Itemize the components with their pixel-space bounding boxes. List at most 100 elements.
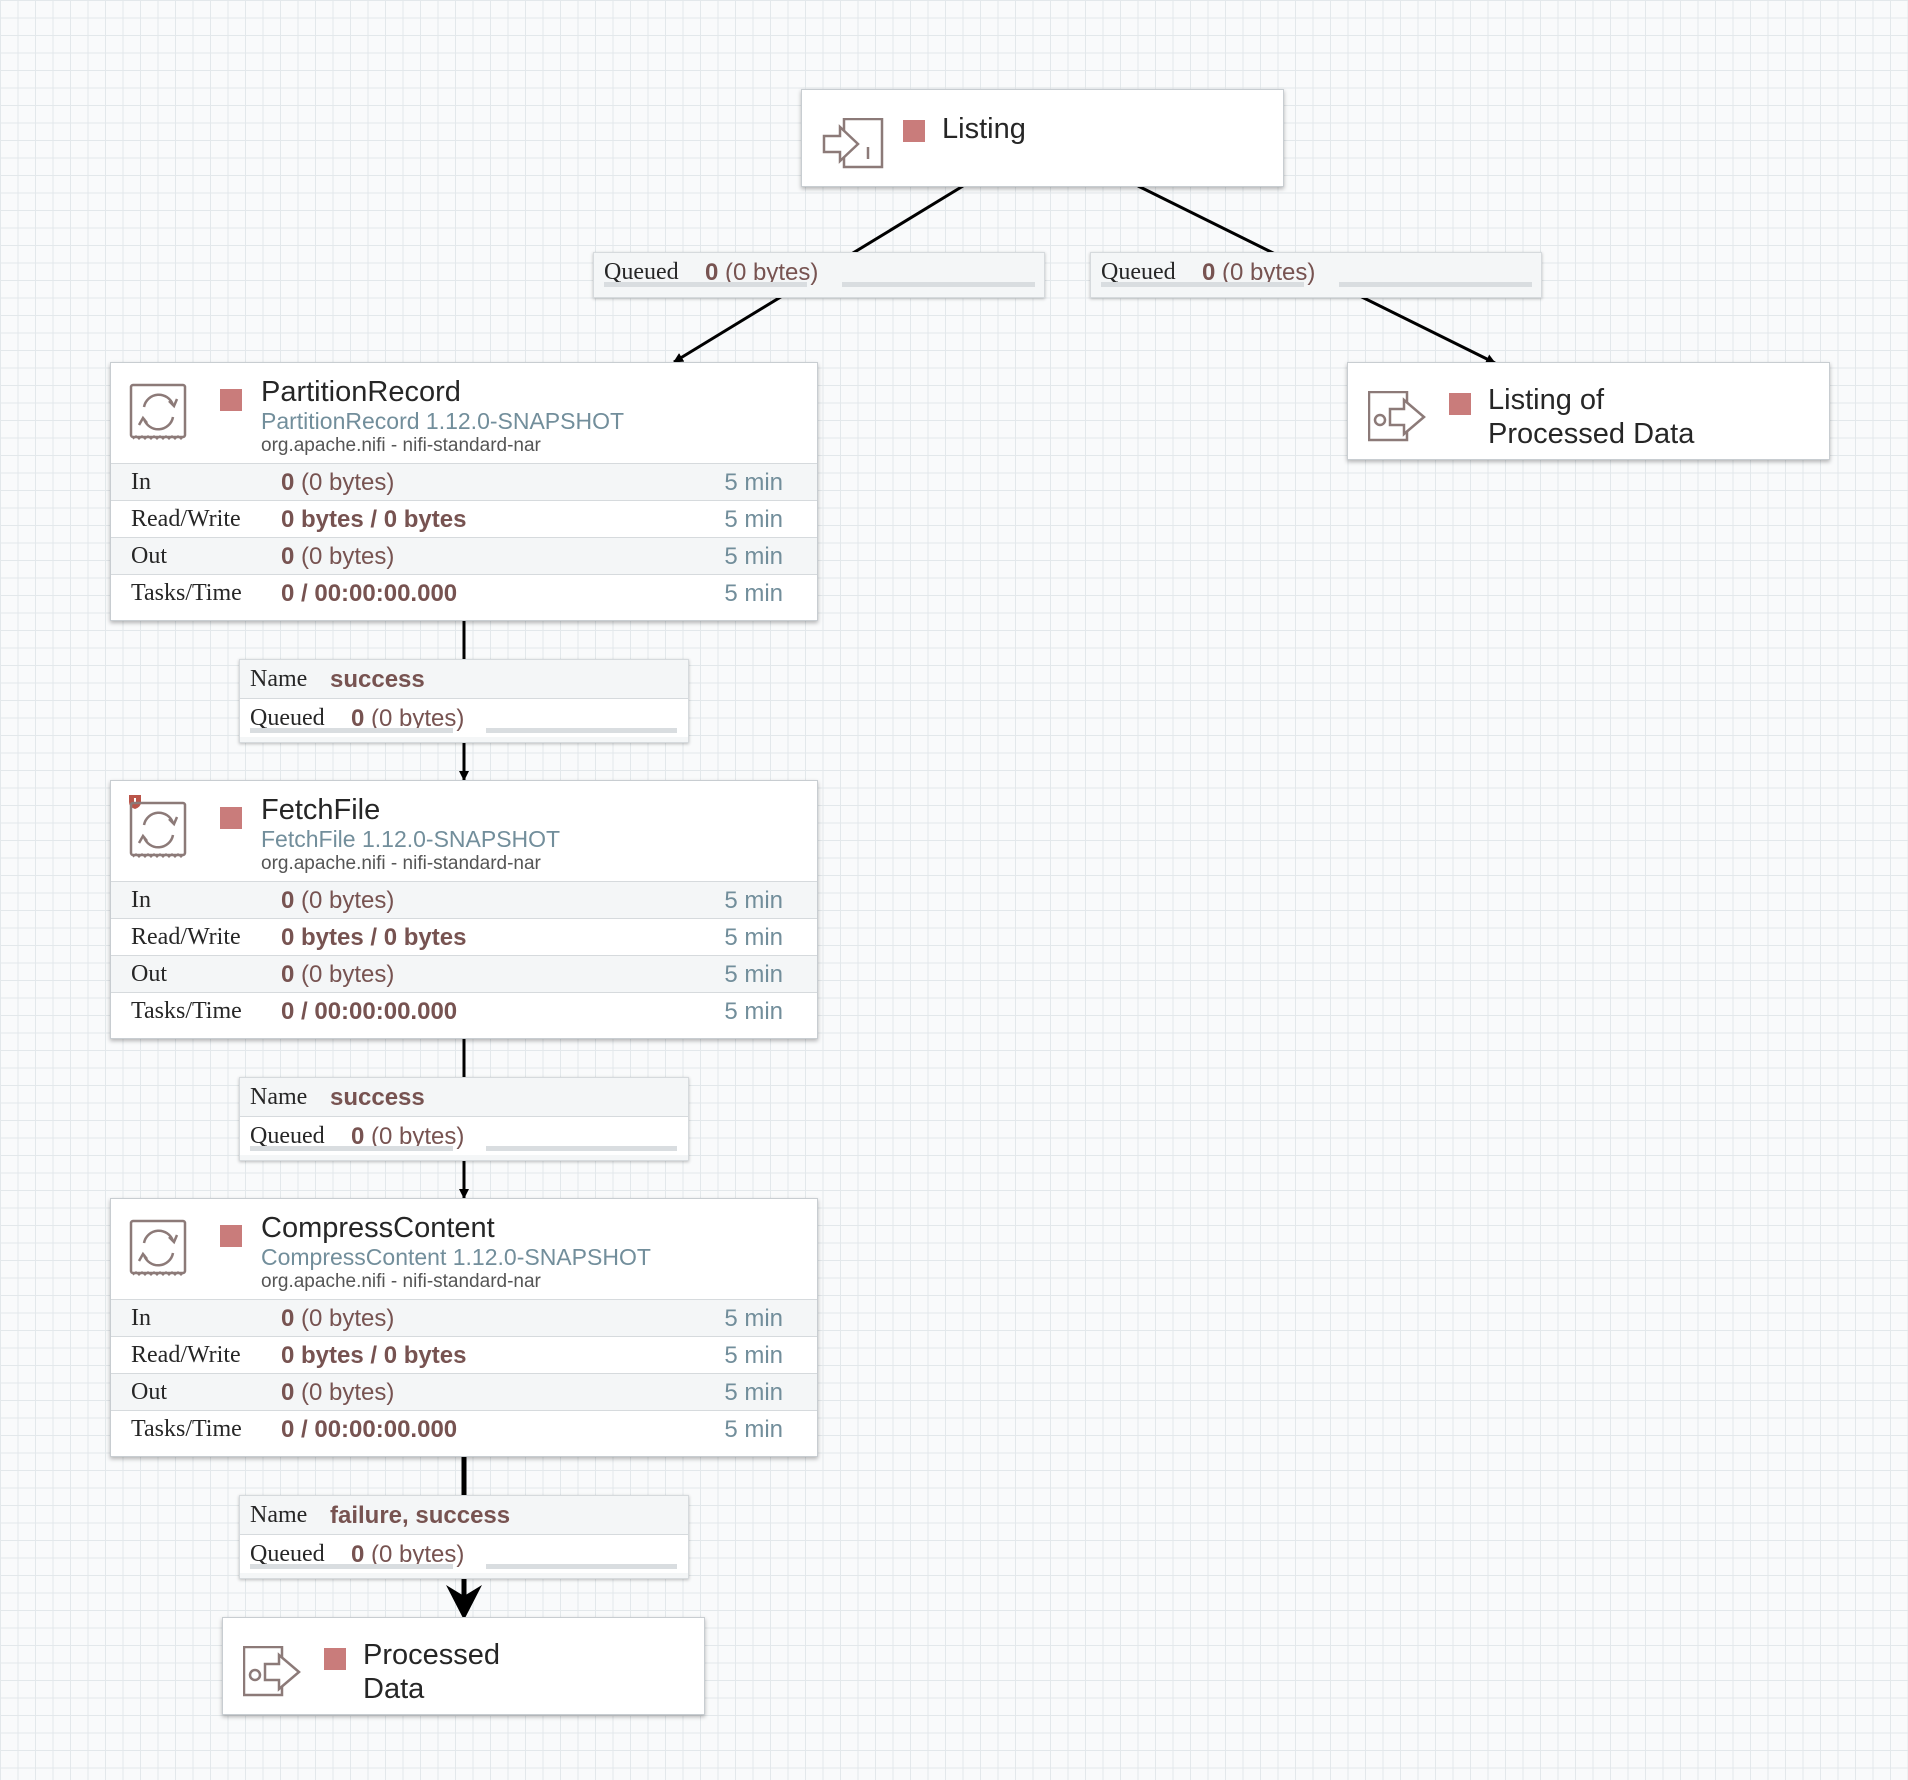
stopped-icon — [220, 389, 242, 411]
stat-value: 0 (0 bytes) — [281, 469, 395, 496]
queued-label: Queued — [250, 705, 325, 731]
stat-label: Out — [131, 961, 167, 987]
stat-value: 0 (0 bytes) — [281, 961, 395, 988]
input-port-listing[interactable]: Listing — [801, 89, 1284, 187]
stat-time: 5 min — [724, 998, 783, 1025]
stat-row-in: In 0 (0 bytes) 5 min — [111, 881, 817, 918]
processor-type: PartitionRecord 1.12.0-SNAPSHOT — [261, 408, 625, 434]
queued-value: 0 (0 bytes) — [1202, 259, 1316, 286]
queue-bar-count — [604, 282, 807, 287]
stat-time: 5 min — [724, 506, 783, 533]
stat-time: 5 min — [724, 469, 783, 496]
stat-label: Tasks/Time — [131, 580, 242, 606]
stat-time: 5 min — [724, 1379, 783, 1406]
queued-value: 0 (0 bytes) — [705, 259, 819, 286]
stat-time: 5 min — [724, 1305, 783, 1332]
stat-label: Read/Write — [131, 924, 241, 950]
connection-label-listing-listingofprocessed[interactable]: Queued 0 (0 bytes) — [1090, 252, 1542, 298]
stat-value: 0 (0 bytes) — [281, 1379, 395, 1406]
processor-name: PartitionRecord — [261, 376, 461, 408]
port-name-line2: Data — [363, 1673, 425, 1705]
queued-label: Queued — [1101, 259, 1176, 285]
processor-stats: In 0 (0 bytes) 5 min Read/Write 0 bytes … — [111, 1299, 817, 1447]
stat-value: 0 / 00:00:00.000 — [281, 580, 458, 607]
stat-value: 0 (0 bytes) — [281, 887, 395, 914]
stat-row-out: Out 0 (0 bytes) 5 min — [111, 1373, 817, 1410]
queued-row: Queued 0 (0 bytes) — [240, 698, 688, 737]
stat-row-readwrite: Read/Write 0 bytes / 0 bytes 5 min — [111, 918, 817, 955]
connection-name: failure, success — [330, 1502, 511, 1529]
name-label: Name — [250, 1502, 308, 1528]
queued-label: Queued — [250, 1541, 325, 1567]
stat-value: 0 / 00:00:00.000 — [281, 998, 458, 1025]
stopped-icon — [324, 1648, 346, 1670]
stat-row-tasks: Tasks/Time 0 / 00:00:00.000 5 min — [111, 574, 817, 611]
stat-label: In — [131, 887, 151, 913]
connection-label-compress-processed[interactable]: Name failure, success Queued 0 (0 bytes) — [239, 1495, 689, 1579]
stat-value: 0 (0 bytes) — [281, 543, 395, 570]
stat-value: 0 / 00:00:00.000 — [281, 1416, 458, 1443]
output-port-listing-of-processed-data[interactable]: Listing of Processed Data — [1347, 362, 1830, 460]
processor-bundle: org.apache.nifi - nifi-standard-nar — [261, 435, 541, 456]
port-name-line1: Listing of — [1488, 384, 1605, 416]
processor-icon — [129, 383, 187, 441]
output-port-processed-data[interactable]: Processed Data — [222, 1617, 705, 1715]
input-port-icon — [822, 118, 884, 169]
queued-value: 0 (0 bytes) — [351, 1123, 465, 1150]
stopped-icon — [1449, 393, 1471, 415]
processor-name: FetchFile — [261, 794, 381, 826]
stat-label: In — [131, 469, 151, 495]
connection-name: success — [330, 1084, 425, 1111]
queued-label: Queued — [604, 259, 679, 285]
queued-row: Queued 0 (0 bytes) — [240, 1116, 688, 1155]
stat-label: In — [131, 1305, 151, 1331]
queue-bar-size — [486, 728, 677, 733]
stat-row-tasks: Tasks/Time 0 / 00:00:00.000 5 min — [111, 992, 817, 1029]
stopped-icon — [220, 1225, 242, 1247]
connection-label-listing-partition[interactable]: Queued 0 (0 bytes) — [593, 252, 1045, 298]
connection-name: success — [330, 666, 425, 693]
queue-bar-count — [250, 1564, 453, 1569]
stat-label: Tasks/Time — [131, 998, 242, 1024]
queue-bar-count — [250, 1146, 453, 1151]
name-label: Name — [250, 1084, 308, 1110]
name-row: Name failure, success — [240, 1496, 688, 1534]
stopped-icon — [903, 120, 925, 142]
queued-value: 0 (0 bytes) — [351, 705, 465, 732]
processor-stats: In 0 (0 bytes) 5 min Read/Write 0 bytes … — [111, 881, 817, 1029]
stat-time: 5 min — [724, 887, 783, 914]
queue-bar-count — [250, 728, 453, 733]
processor-fetchfile[interactable]: FetchFile FetchFile 1.12.0-SNAPSHOT org.… — [110, 780, 818, 1039]
processor-compresscontent[interactable]: CompressContent CompressContent 1.12.0-S… — [110, 1198, 818, 1457]
name-row: Name success — [240, 660, 688, 698]
port-name-line2: Processed Data — [1488, 418, 1695, 450]
processor-icon — [129, 801, 187, 859]
processor-name: CompressContent — [261, 1212, 495, 1244]
queue-bar-count — [1101, 282, 1304, 287]
queued-row: Queued 0 (0 bytes) — [594, 253, 1044, 291]
stat-row-readwrite: Read/Write 0 bytes / 0 bytes 5 min — [111, 500, 817, 537]
connection-label-fetch-compress[interactable]: Name success Queued 0 (0 bytes) — [239, 1077, 689, 1161]
queue-bar-size — [486, 1146, 677, 1151]
stat-time: 5 min — [724, 543, 783, 570]
stat-row-tasks: Tasks/Time 0 / 00:00:00.000 5 min — [111, 1410, 817, 1447]
queue-bar-size — [1339, 282, 1532, 287]
stat-value: 0 bytes / 0 bytes — [281, 506, 467, 533]
queue-bar-size — [486, 1564, 677, 1569]
stat-label: Tasks/Time — [131, 1416, 242, 1442]
name-label: Name — [250, 666, 308, 692]
connection-label-partition-fetch[interactable]: Name success Queued 0 (0 bytes) — [239, 659, 689, 743]
processor-partitionrecord[interactable]: PartitionRecord PartitionRecord 1.12.0-S… — [110, 362, 818, 621]
stat-row-in: In 0 (0 bytes) 5 min — [111, 463, 817, 500]
stat-time: 5 min — [724, 924, 783, 951]
port-name: Listing — [942, 113, 1026, 145]
arrowhead-icon — [446, 1585, 482, 1620]
stat-label: Out — [131, 1379, 167, 1405]
output-port-icon — [1368, 391, 1426, 442]
stat-value: 0 bytes / 0 bytes — [281, 924, 467, 951]
processor-icon — [129, 1219, 187, 1277]
stat-label: Read/Write — [131, 1342, 241, 1368]
queued-value: 0 (0 bytes) — [351, 1541, 465, 1568]
stat-time: 5 min — [724, 961, 783, 988]
